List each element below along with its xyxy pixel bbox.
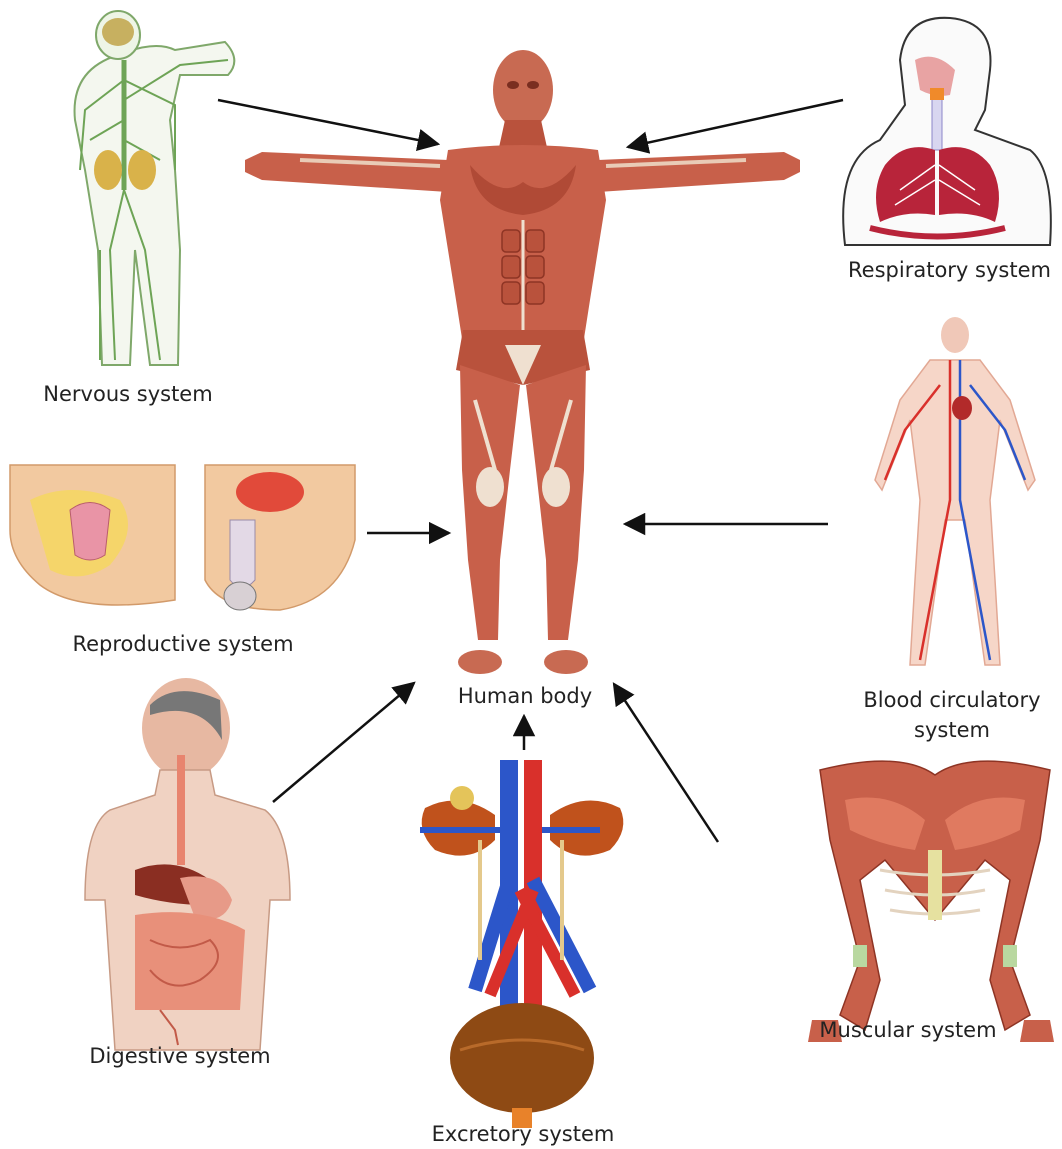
- arrow-from-respiratory: [628, 100, 843, 147]
- circulatory-system-illustration: [875, 317, 1035, 665]
- arrow-from-nervous: [218, 100, 438, 144]
- system-label-muscular: Muscular system: [808, 1015, 1008, 1045]
- system-label-nervous: Nervous system: [28, 379, 228, 409]
- muscular-system-illustration: [808, 761, 1054, 1042]
- center-label: Human body: [450, 681, 600, 711]
- digestive-system-illustration: [85, 678, 290, 1050]
- system-label-excretory: Excretory system: [423, 1119, 623, 1149]
- reproductive-system-illustration: [10, 465, 355, 610]
- nervous-system-illustration: [75, 11, 235, 365]
- excretory-system-illustration: [420, 760, 623, 1128]
- system-label-circulatory: Blood circulatory system: [852, 685, 1052, 746]
- system-label-digestive: Digestive system: [75, 1041, 285, 1071]
- respiratory-system-illustration: [843, 18, 1051, 245]
- system-label-respiratory: Respiratory system: [842, 255, 1057, 285]
- system-label-reproductive: Reproductive system: [58, 629, 308, 659]
- arrow-from-muscular: [614, 684, 718, 842]
- arrow-from-digestive: [273, 683, 414, 802]
